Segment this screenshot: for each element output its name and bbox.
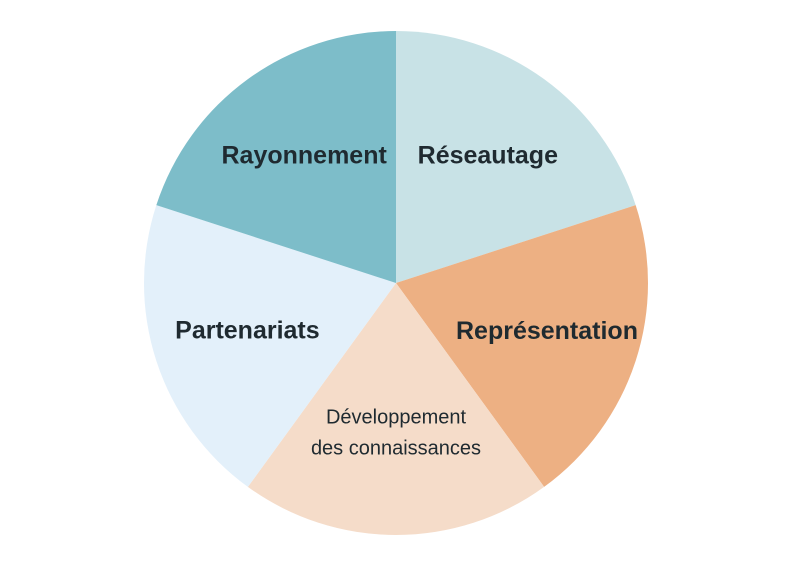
pie-slice-label-line: Partenariats [175, 316, 320, 344]
pie-slice-label-line: des connaissances [311, 438, 481, 460]
pie-slice [144, 205, 396, 487]
pie-slice-label-line: Réseautage [418, 141, 558, 169]
pie-slice [247, 283, 545, 535]
pie-slice-label: Représentation [456, 317, 638, 345]
pie-slice-label: Réseautage [418, 141, 558, 169]
pie-slice-label: Rayonnement [222, 141, 388, 169]
pie-slice-label: Partenariats [175, 316, 320, 344]
pie-slice [156, 31, 396, 283]
pie-slice-label-line: Développement [326, 407, 467, 429]
pie-slice-label: Développement des connaissances [311, 407, 481, 460]
pie-slice [396, 205, 649, 487]
pie-slice-label-line: Représentation [456, 317, 638, 345]
pie-slice [396, 31, 636, 283]
pie-slice-label-line: Rayonnement [222, 141, 388, 169]
